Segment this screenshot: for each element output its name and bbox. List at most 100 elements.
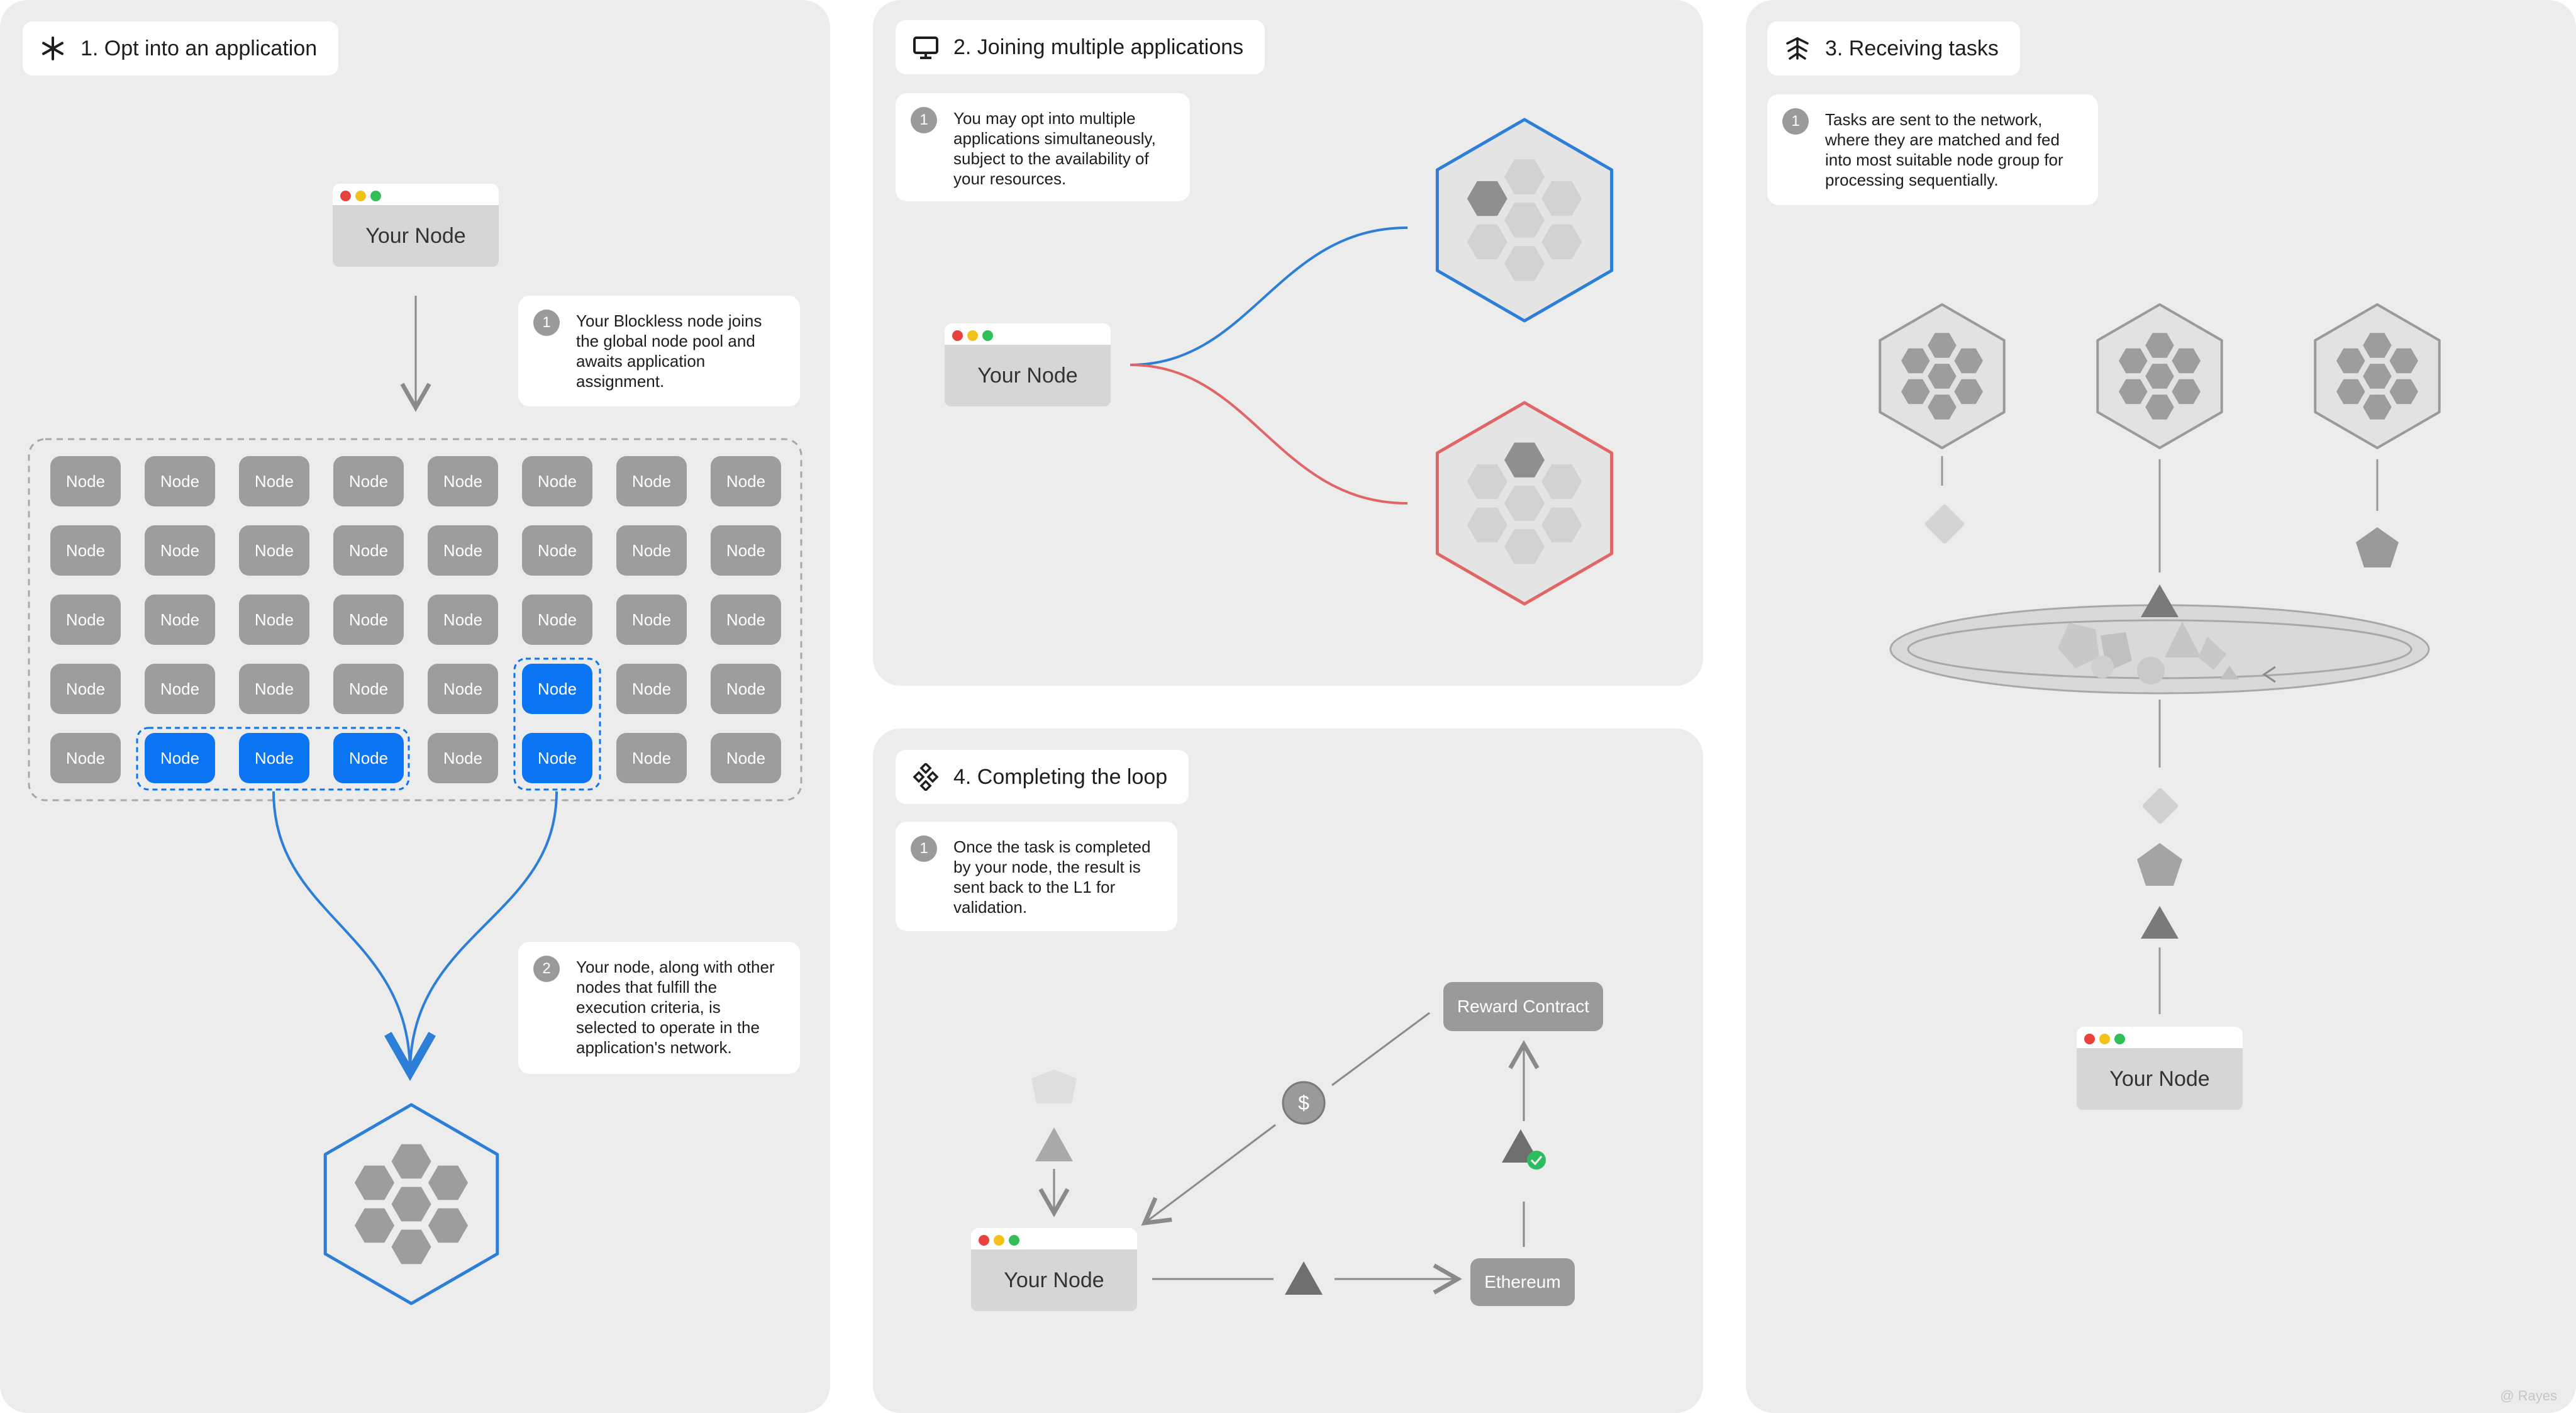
cluster-member-node xyxy=(2119,348,2148,374)
node-tile: Node xyxy=(428,456,498,506)
monitor-icon xyxy=(913,36,938,59)
section-title-text: 4. Completing the loop xyxy=(953,764,1168,789)
cluster-member-node xyxy=(1541,181,1582,216)
note-opt-in-2: 2 Your node, along with other nodes that… xyxy=(518,942,800,1074)
your-node-label: Your Node xyxy=(971,1249,1137,1311)
node-tile-selected: Node xyxy=(145,733,215,783)
reward-contract-pill: Reward Contract xyxy=(1443,982,1603,1031)
cluster-member-node xyxy=(1504,203,1545,238)
cluster-member-node xyxy=(1901,348,1930,374)
cluster-member-node xyxy=(391,1144,431,1179)
section-title-text: 2. Joining multiple applications xyxy=(953,35,1244,59)
your-node-window: Your Node xyxy=(333,184,499,267)
cluster-member-node xyxy=(2336,348,2365,374)
cluster-member-node xyxy=(428,1165,469,1200)
task-pentagon-shape xyxy=(2356,527,2399,567)
cluster-member-node xyxy=(1901,379,1930,405)
window-minimize-dot xyxy=(355,191,366,201)
arrow-selected-right xyxy=(409,791,558,1073)
window-minimize-dot xyxy=(967,330,978,341)
cluster-member-node xyxy=(1928,394,1957,420)
your-node-window: Your Node xyxy=(2077,1027,2243,1110)
node-tile: Node xyxy=(616,733,687,783)
node-tile: Node xyxy=(711,525,781,576)
task-diamond-shape xyxy=(1925,505,1964,544)
cluster-member-node xyxy=(1954,379,1983,405)
window-minimize-dot xyxy=(994,1235,1004,1246)
cluster-member-node xyxy=(2145,333,2174,358)
node-tile: Node xyxy=(239,525,309,576)
section-title-joining: 2. Joining multiple applications xyxy=(896,20,1265,74)
node-tile: Node xyxy=(616,595,687,645)
cluster-member-node xyxy=(1928,364,1957,389)
cluster-member-node xyxy=(391,1229,431,1265)
cluster-member-node xyxy=(2119,379,2148,405)
note-joining-1: 1 You may opt into multiple applications… xyxy=(896,93,1190,201)
node-tile: Node xyxy=(522,456,592,506)
window-close-dot xyxy=(2084,1034,2095,1044)
node-tile: Node xyxy=(428,595,498,645)
node-tile: Node xyxy=(711,595,781,645)
node-tile: Node xyxy=(239,595,309,645)
cluster-member-node xyxy=(1504,159,1545,194)
cluster-member-node xyxy=(2363,333,2392,358)
validated-check-badge xyxy=(1527,1151,1546,1170)
selection-group-vertical xyxy=(513,657,601,791)
cluster-member-node xyxy=(1541,507,1582,543)
ethereum-pill: Ethereum xyxy=(1470,1258,1575,1306)
diamond-grid-icon xyxy=(913,763,939,791)
dollar-sign: $ xyxy=(1298,1092,1309,1114)
node-pool-border xyxy=(28,438,802,801)
network-icon xyxy=(1786,37,1809,60)
cluster-member-node xyxy=(354,1208,395,1243)
watermark: @ Rayes xyxy=(2500,1388,2557,1404)
node-tile-selected: Node xyxy=(522,733,592,783)
cluster-member-node xyxy=(2389,348,2418,374)
node-tile: Node xyxy=(239,456,309,506)
node-tile: Node xyxy=(145,595,215,645)
window-minimize-dot xyxy=(2099,1034,2110,1044)
window-zoom-dot xyxy=(1009,1235,1019,1246)
node-tile: Node xyxy=(616,456,687,506)
task-diamond-queue xyxy=(2142,788,2179,824)
window-zoom-dot xyxy=(982,330,993,341)
node-tile-selected: Node xyxy=(333,733,404,783)
cluster-member-node xyxy=(2363,394,2392,420)
blue-app-hexagon xyxy=(1435,118,1614,323)
node-tile: Node xyxy=(711,456,781,506)
window-zoom-dot xyxy=(370,191,381,201)
node-tile: Node xyxy=(616,664,687,714)
node-tile: Node xyxy=(711,733,781,783)
cluster-member-node xyxy=(2389,379,2418,405)
note-opt-in-1: 1 Your Blockless node joins the global n… xyxy=(518,296,800,406)
node-tile: Node xyxy=(145,664,215,714)
result-triangle xyxy=(1285,1261,1323,1295)
link-to-red-app xyxy=(1130,364,1408,505)
node-tile: Node xyxy=(239,664,309,714)
section-title-receiving: 3. Receiving tasks xyxy=(1767,21,2020,75)
node-tile: Node xyxy=(333,525,404,576)
node-tile: Node xyxy=(428,733,498,783)
note-completing-1: 1 Once the task is completed by your nod… xyxy=(896,822,1177,931)
node-tile: Node xyxy=(333,664,404,714)
task-triangle-queue xyxy=(2141,906,2179,939)
node-group-hexagon-2 xyxy=(2096,303,2223,449)
node-tile: Node xyxy=(145,525,215,576)
note-receiving-1: 1 Tasks are sent to the network, where t… xyxy=(1767,94,2098,205)
section-title-completing: 4. Completing the loop xyxy=(896,750,1189,804)
node-tile: Node xyxy=(333,456,404,506)
node-tile: Node xyxy=(50,664,121,714)
cluster-member-node xyxy=(2172,348,2201,374)
cluster-member-node xyxy=(391,1187,431,1222)
rotation-arrowhead xyxy=(2262,666,2276,683)
your-node-window: Your Node xyxy=(971,1228,1137,1311)
cluster-member-node xyxy=(354,1165,395,1200)
cluster-member-node xyxy=(1541,224,1582,260)
asterisk-icon xyxy=(42,36,64,60)
cluster-member-node xyxy=(1954,348,1983,374)
node-tile: Node xyxy=(145,456,215,506)
window-close-dot xyxy=(979,1235,989,1246)
node-group-hexagon-1 xyxy=(1879,303,2006,449)
section-title-opt-in: 1. Opt into an application xyxy=(23,21,339,75)
